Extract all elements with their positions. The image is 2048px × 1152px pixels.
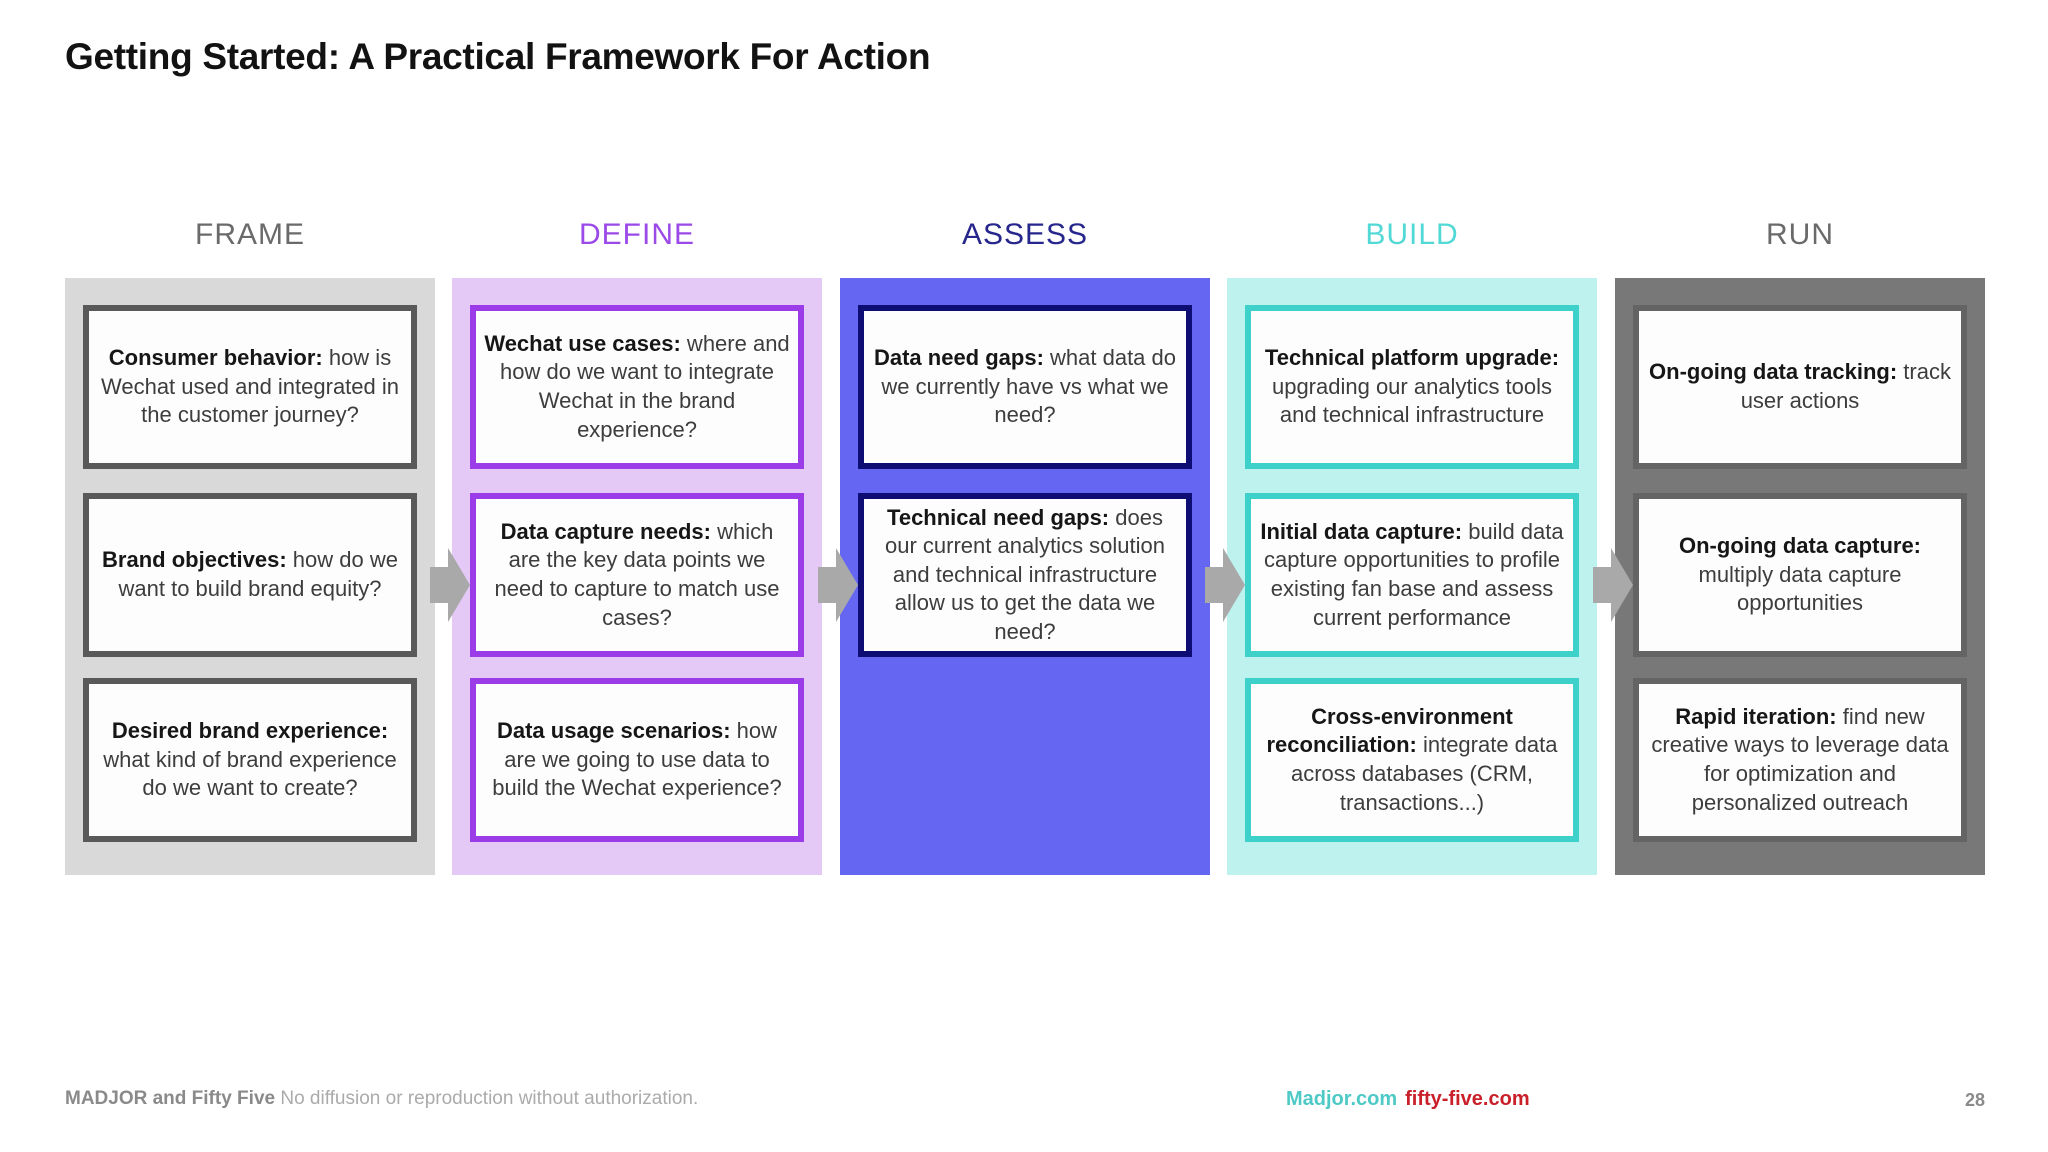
arrow-right-icon: [1593, 548, 1633, 622]
arrow-right-icon: [1205, 548, 1245, 622]
card-text: Technical platform upgrade: upgrading ou…: [1264, 345, 1560, 428]
card-text: Data usage scenarios: how are we going t…: [492, 718, 782, 801]
footer-disclaimer-text: No diffusion or reproduction without aut…: [275, 1088, 699, 1109]
column-band-frame: Consumer behavior: how is Wechat used an…: [65, 278, 435, 875]
card-text: Data capture needs: which are the key da…: [494, 518, 780, 630]
framework-card: Cross-environment reconciliation: integr…: [1245, 678, 1579, 842]
framework-card: Data capture needs: which are the key da…: [470, 493, 804, 657]
madjor-link[interactable]: Madjor.com: [1286, 1088, 1398, 1110]
arrow-right-icon: [430, 548, 470, 622]
card-text: Rapid iteration: find new creative ways …: [1651, 703, 1949, 815]
framework-card: On-going data tracking: track user actio…: [1633, 305, 1967, 469]
card-text: Initial data capture: build data capture…: [1260, 518, 1564, 630]
page-number: 28: [1964, 1090, 1985, 1110]
framework-card: Desired brand experience: what kind of b…: [83, 678, 417, 842]
framework-card: On-going data capture: multiply data cap…: [1633, 493, 1967, 657]
column-header-define: DEFINE: [578, 218, 695, 251]
page-title: Getting Started: A Practical Framework F…: [65, 36, 931, 77]
card-text: Consumer behavior: how is Wechat used an…: [100, 345, 400, 428]
card-text: Brand objectives: how do we want to buil…: [102, 547, 398, 601]
card-text: Cross-environment reconciliation: integr…: [1266, 703, 1558, 815]
framework-card: Technical platform upgrade: upgrading ou…: [1245, 305, 1579, 469]
framework-card: Brand objectives: how do we want to buil…: [83, 493, 417, 657]
column-band-assess: Data need gaps: what data do we currentl…: [840, 278, 1210, 875]
column-header-frame: FRAME: [195, 218, 305, 251]
card-text: On-going data capture: multiply data cap…: [1679, 533, 1921, 616]
column-band-build: Technical platform upgrade: upgrading ou…: [1227, 278, 1597, 875]
framework-card: Consumer behavior: how is Wechat used an…: [83, 305, 417, 469]
card-text: Desired brand experience: what kind of b…: [103, 718, 397, 801]
card-text: Data need gaps: what data do we currentl…: [873, 345, 1177, 428]
framework-card: Rapid iteration: find new creative ways …: [1633, 678, 1967, 842]
framework-card: Data need gaps: what data do we currentl…: [858, 305, 1192, 469]
footer-links: Madjor.com fifty-five.com: [1286, 1088, 1538, 1111]
column-header-run: RUN: [1766, 218, 1834, 251]
footer-attribution: MADJOR and Fifty Five: [65, 1088, 276, 1109]
framework-card: Technical need gaps: does our current an…: [858, 493, 1192, 657]
column-band-define: Wechat use cases: where and how do we wa…: [452, 278, 822, 875]
column-header-build: BUILD: [1365, 218, 1459, 251]
framework-card: Initial data capture: build data capture…: [1245, 493, 1579, 657]
framework-card: Data usage scenarios: how are we going t…: [470, 678, 804, 842]
card-text: Technical need gaps: does our current an…: [884, 504, 1166, 644]
card-text: Wechat use cases: where and how do we wa…: [484, 330, 790, 442]
arrow-right-icon: [818, 548, 858, 622]
card-text: On-going data tracking: track user actio…: [1649, 359, 1951, 413]
framework-card: Wechat use cases: where and how do we wa…: [470, 305, 804, 469]
column-header-assess: ASSESS: [961, 218, 1089, 251]
column-band-run: On-going data tracking: track user actio…: [1615, 278, 1985, 875]
footer-disclaimer: MADJOR and Fifty Five No diffusion or re…: [65, 1088, 698, 1110]
fifty-five-link[interactable]: fifty-five.com: [1405, 1088, 1530, 1110]
